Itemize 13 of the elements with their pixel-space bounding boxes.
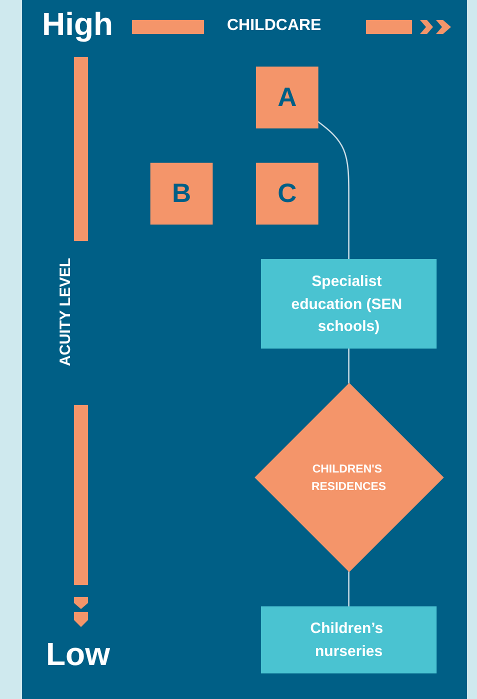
node-box: B	[150, 162, 213, 225]
node-box: C	[256, 162, 318, 225]
node-box: A	[256, 66, 318, 128]
node-diamond: CHILDREN'S RESIDENCES	[254, 382, 444, 572]
connector	[348, 348, 350, 384]
axis-end-label: High	[42, 5, 114, 44]
node-box: Children’s nurseries	[260, 606, 437, 674]
node-box: Specialist education (SEN schools)	[260, 259, 437, 349]
axis-end-label: Low	[46, 635, 110, 674]
connector	[317, 120, 350, 260]
axis-title: CHILDCARE	[227, 16, 322, 36]
connector	[348, 571, 350, 607]
axis-title: ACUITY LEVEL	[56, 258, 75, 366]
